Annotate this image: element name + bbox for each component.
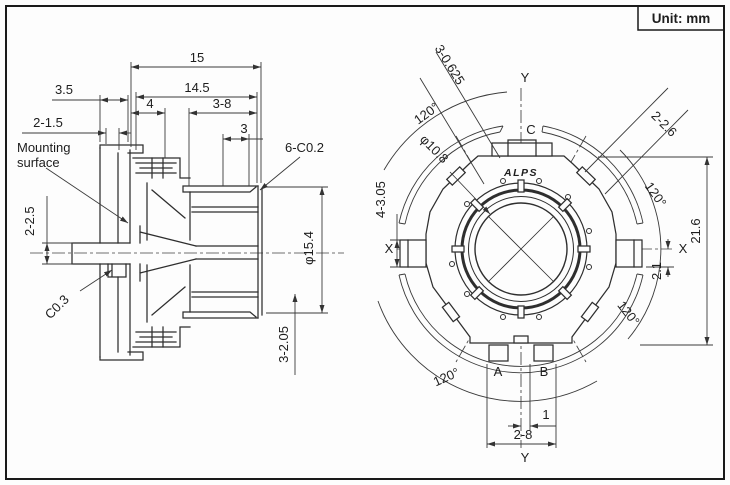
alps-logo: ALPS <box>503 167 538 179</box>
drawing-border <box>5 5 725 480</box>
left-mounting-tab <box>399 239 427 268</box>
terminal-b-label: B <box>540 364 549 379</box>
dim-shaft-flat: 2-2.5 <box>22 206 37 236</box>
dim-terminal-thickness: 3-2.05 <box>276 326 291 363</box>
terminal-b-tab <box>533 344 554 362</box>
terminal-c-tab <box>491 142 553 157</box>
right-mounting-tab <box>615 239 643 268</box>
side-view: 15 14.5 4 3-8 3 3.5 2-1.5 2-2.5 φ15.4 3-… <box>17 50 344 375</box>
dim-chamfer-6c02: 6-C0.2 <box>285 140 324 155</box>
dim-side-tab: 4-3.05 <box>373 181 388 218</box>
contact-notches <box>451 179 591 319</box>
dim-hub-length: 4 <box>146 96 153 111</box>
dim-tab-offset: 2.1 <box>649 262 664 280</box>
angle-dimension-arcs <box>377 91 662 402</box>
y-axis-label-top: Y <box>521 70 530 85</box>
dim-slot-length: 3-8 <box>213 96 232 111</box>
dim-bore-diameter: φ10.8 <box>417 132 451 166</box>
angle-label-right-upper: 120° <box>642 179 670 210</box>
dim-overall-length: 15 <box>190 50 204 65</box>
dim-bushing-diameter: φ15.4 <box>301 231 316 265</box>
front-body: ALPS <box>399 139 643 362</box>
mounting-surface-label-line1: Mounting <box>17 140 70 155</box>
angle-label-right-lower: 120° <box>614 298 642 328</box>
unit-box <box>637 5 725 31</box>
angle-label-top-left: 120° <box>411 99 442 127</box>
terminal-a-label: A <box>494 364 503 379</box>
x-axis-label-left: X <box>385 241 394 256</box>
x-axis-label-right: X <box>679 241 688 256</box>
dim-one: 1 <box>542 407 549 422</box>
front-view: ALPS <box>373 42 713 465</box>
dim-flange-offset: 3.5 <box>55 82 73 97</box>
dim-flange-span: 21.6 <box>688 218 703 243</box>
dim-body-length: 14.5 <box>184 80 209 95</box>
dim-chamfer-c03: C0.3 <box>42 292 72 322</box>
angle-label-bottom-left: 120° <box>431 365 462 390</box>
screw-holes <box>449 178 592 320</box>
terminal-c-label: C <box>526 122 535 137</box>
terminal-a-tab <box>488 344 509 362</box>
dim-tab-thickness: 2-1.5 <box>33 115 63 130</box>
unit-label: Unit: mm <box>652 11 711 26</box>
front-view-dimensions <box>390 51 713 448</box>
dim-terminal-span: 2-8 <box>514 427 533 442</box>
side-view-dimensions <box>22 62 328 375</box>
dim-slot-width: 3-0.625 <box>432 42 468 87</box>
y-axis-label-bottom: Y <box>521 450 530 465</box>
side-view-geometry <box>71 144 263 361</box>
dim-tab-width: 2-2.6 <box>648 108 680 140</box>
dim-three: 3 <box>240 121 247 136</box>
mounting-surface-label-line2: surface <box>17 155 60 170</box>
flange-arcs <box>398 125 644 374</box>
